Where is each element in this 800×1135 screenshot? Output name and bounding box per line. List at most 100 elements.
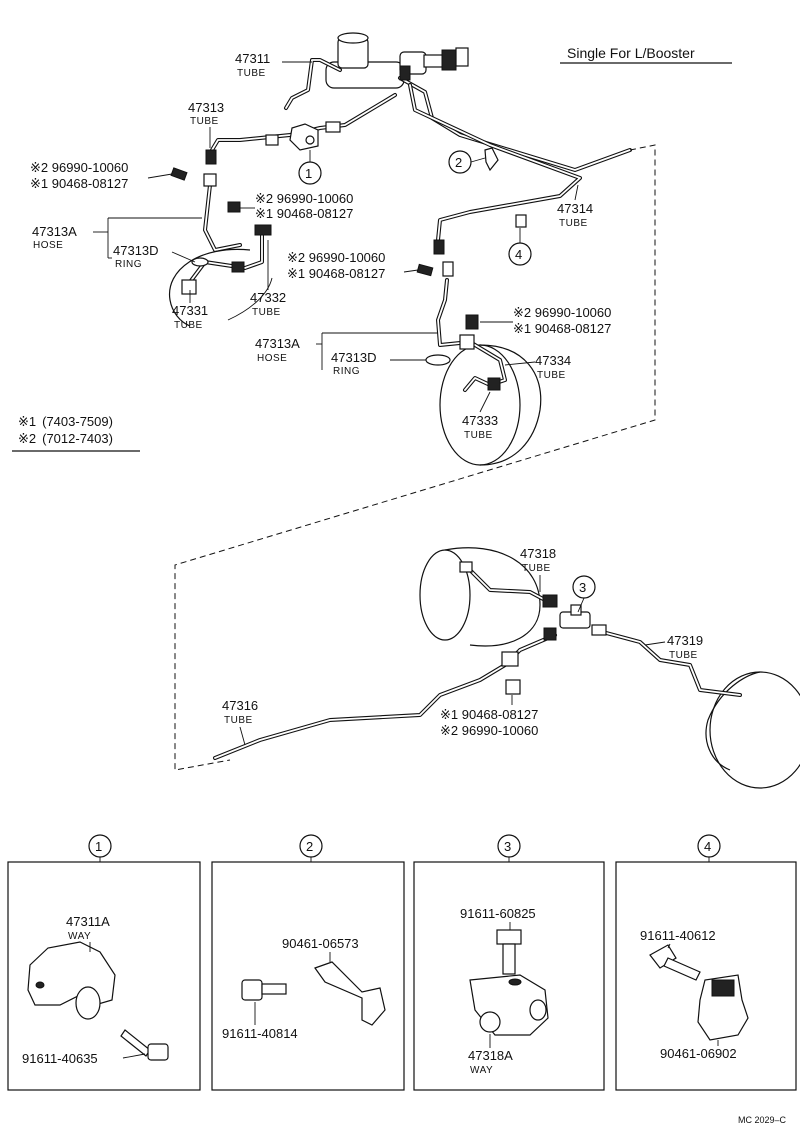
label-47313a-right: 47313A HOSE xyxy=(255,332,438,370)
bolt-91611-40814 xyxy=(241,979,287,1001)
rear-right-drum xyxy=(705,671,800,789)
label-47313: 47313 TUBE xyxy=(188,100,224,148)
svg-text:TUBE: TUBE xyxy=(537,370,566,381)
label-47333: 47333 TUBE xyxy=(462,391,498,441)
clamp-90461-06902 xyxy=(697,974,749,1041)
way-47318a-part xyxy=(469,974,549,1036)
svg-text:※1 90468-08127: ※1 90468-08127 xyxy=(287,266,385,281)
svg-text:1: 1 xyxy=(305,166,312,181)
label-47313d-left: 47313D RING xyxy=(113,243,196,270)
svg-text:47333: 47333 xyxy=(462,413,498,428)
upper-brake-lines xyxy=(203,58,632,347)
svg-text:TUBE: TUBE xyxy=(559,218,588,229)
svg-text:4: 4 xyxy=(704,839,711,854)
svg-text:47311: 47311 xyxy=(235,51,270,66)
right-wheel-brake xyxy=(425,334,542,466)
svg-text:4: 4 xyxy=(515,247,522,262)
callout-4: 4 xyxy=(508,228,532,266)
lower-fittings xyxy=(459,561,607,695)
label-47332: 47332 TUBE xyxy=(250,240,286,318)
svg-text:47313: 47313 xyxy=(188,100,224,115)
svg-text:47314: 47314 xyxy=(557,201,593,216)
upper-fittings xyxy=(203,65,454,277)
alt-part-a4: ※2 96990-10060 ※1 90468-08127 xyxy=(480,305,611,336)
svg-text:1: 1 xyxy=(95,839,102,854)
svg-text:※1 90468-08127: ※1 90468-08127 xyxy=(255,206,353,221)
svg-text:47313D: 47313D xyxy=(331,350,377,365)
svg-text:47318A: 47318A xyxy=(468,1048,513,1063)
callout-2: 2 xyxy=(448,150,486,174)
svg-text:47334: 47334 xyxy=(535,353,571,368)
svg-text:91611-60825: 91611-60825 xyxy=(460,906,536,921)
alt-part-a1: ※2 96990-10060 ※1 90468-08127 xyxy=(30,160,173,191)
clamp-parts-upper xyxy=(170,147,527,330)
svg-text:※2 96990-10060: ※2 96990-10060 xyxy=(30,160,128,175)
svg-text:TUBE: TUBE xyxy=(174,320,203,331)
clamp-90461-06573 xyxy=(314,961,386,1026)
note-2: ※2(7012-7403) xyxy=(18,431,113,446)
svg-text:※2 96990-10060: ※2 96990-10060 xyxy=(440,723,538,738)
svg-text:TUBE: TUBE xyxy=(669,650,698,661)
label-47313a-left: 47313A HOSE xyxy=(32,217,202,259)
label-47319: 47319 TUBE xyxy=(644,633,703,661)
dashed-boundary xyxy=(174,144,656,771)
svg-text:90461-06573: 90461-06573 xyxy=(282,936,359,951)
label-47313d-right: 47313D RING xyxy=(331,350,426,377)
detail-panel-3: 3 91611-60825 47318A WAY xyxy=(413,834,605,1091)
svg-text:91611-40612: 91611-40612 xyxy=(640,928,716,943)
label-47314: 47314 TUBE xyxy=(557,184,593,229)
svg-text:2: 2 xyxy=(306,839,313,854)
left-wheel-brake xyxy=(168,224,273,327)
label-47311: 47311 TUBE xyxy=(235,51,312,79)
notes-block: ※1(7403-7509) ※2(7012-7403) xyxy=(12,414,140,452)
svg-text:47331: 47331 xyxy=(172,303,208,318)
svg-text:※1 90468-08127: ※1 90468-08127 xyxy=(30,176,128,191)
label-47331: 47331 TUBE xyxy=(172,290,208,331)
svg-text:47319: 47319 xyxy=(667,633,703,648)
svg-text:RING: RING xyxy=(333,366,360,377)
way-bracket-part xyxy=(27,941,116,1020)
svg-text:TUBE: TUBE xyxy=(224,715,253,726)
label-47334: 47334 TUBE xyxy=(504,353,571,381)
detail-panel-1: 1 47311A WAY 91611-40635 xyxy=(7,834,201,1091)
svg-text:TUBE: TUBE xyxy=(252,307,281,318)
bolt-91611-60825 xyxy=(496,929,522,975)
footer-code: MC 2029–C xyxy=(738,1115,787,1125)
svg-text:47313D: 47313D xyxy=(113,243,159,258)
svg-text:※2 96990-10060: ※2 96990-10060 xyxy=(513,305,611,320)
note-1: ※1(7403-7509) xyxy=(18,414,113,429)
detail-panel-4: 4 91611-40612 90461-06902 xyxy=(615,834,797,1091)
svg-text:3: 3 xyxy=(504,839,511,854)
svg-text:RING: RING xyxy=(115,259,142,270)
svg-text:90461-06902: 90461-06902 xyxy=(660,1046,737,1061)
svg-text:91611-40635: 91611-40635 xyxy=(22,1051,98,1066)
svg-text:47311A: 47311A xyxy=(66,914,110,929)
svg-text:TUBE: TUBE xyxy=(522,563,551,574)
svg-text:47313A: 47313A xyxy=(255,336,300,351)
bolt-91611-40612 xyxy=(649,944,701,981)
svg-text:91611-40814: 91611-40814 xyxy=(222,1026,298,1041)
svg-text:HOSE: HOSE xyxy=(33,240,63,251)
svg-text:TUBE: TUBE xyxy=(237,68,266,79)
rear-left-drum xyxy=(419,547,541,647)
svg-text:47332: 47332 xyxy=(250,290,286,305)
svg-text:47316: 47316 xyxy=(222,698,258,713)
callout-3: 3 xyxy=(572,575,596,613)
svg-text:WAY: WAY xyxy=(68,931,91,942)
diagram-title: Single For L/Booster xyxy=(567,45,695,61)
svg-text:WAY: WAY xyxy=(470,1065,493,1076)
label-47318: 47318 TUBE xyxy=(520,546,556,592)
bolt-91611-40635 xyxy=(120,1029,169,1061)
svg-text:TUBE: TUBE xyxy=(464,430,493,441)
svg-text:47313A: 47313A xyxy=(32,224,77,239)
clip-part-upper xyxy=(289,123,319,151)
svg-text:TUBE: TUBE xyxy=(190,116,219,127)
svg-text:※2 96990-10060: ※2 96990-10060 xyxy=(287,250,385,265)
svg-text:2: 2 xyxy=(455,155,462,170)
svg-text:3: 3 xyxy=(579,580,586,595)
detail-panel-2: 2 90461-06573 91611-40814 xyxy=(211,834,405,1091)
master-cylinder xyxy=(325,32,469,89)
label-47316: 47316 TUBE xyxy=(222,698,258,746)
